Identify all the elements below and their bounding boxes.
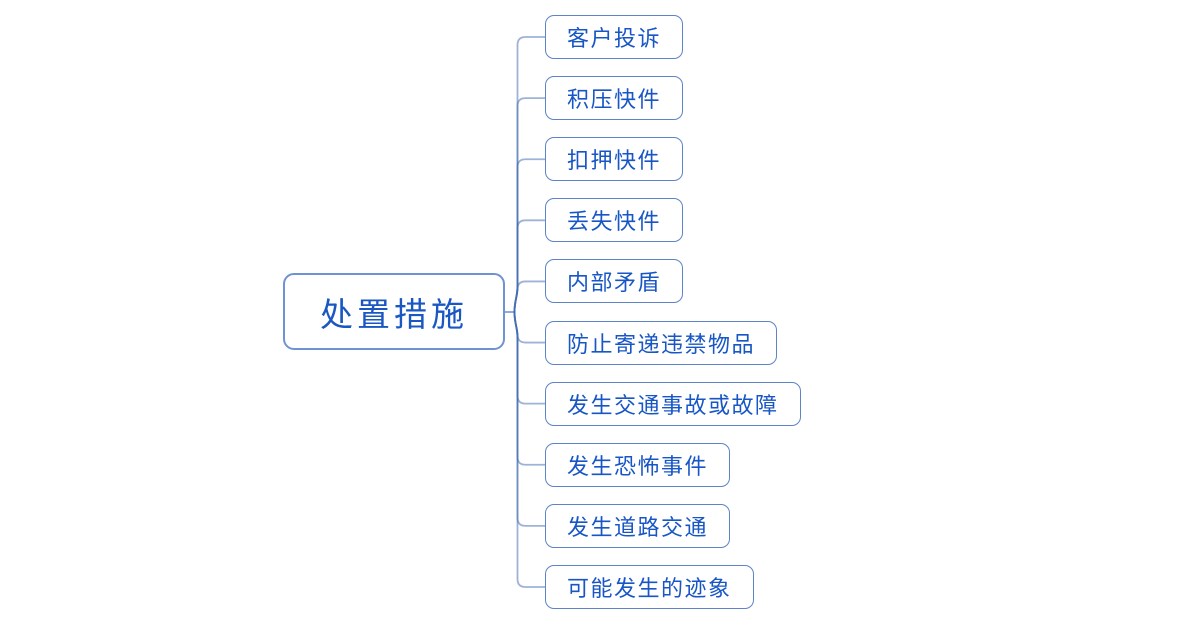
branch-curve	[513, 158, 546, 313]
mindmap-node[interactable]: 丢失快件	[545, 198, 684, 243]
mindmap-node[interactable]: 内部矛盾	[545, 259, 684, 304]
mindmap-node[interactable]: 可能发生的迹象	[545, 564, 754, 609]
node-label: 可能发生的迹象	[567, 575, 732, 601]
node-label: 发生恐怖事件	[567, 453, 709, 479]
mindmap-node[interactable]: 发生恐怖事件	[545, 442, 731, 487]
branch-curve	[513, 311, 546, 588]
mindmap-node[interactable]: 发生交通事故或故障	[545, 381, 801, 426]
mindmap-node[interactable]: 发生道路交通	[545, 503, 731, 548]
node-label: 积压快件	[567, 87, 662, 113]
mindmap-root-node[interactable]: 处置措施	[283, 273, 505, 350]
node-label: 内部矛盾	[567, 270, 662, 296]
branch-curve	[513, 280, 546, 313]
branch-curve	[513, 311, 546, 344]
mindmap-node[interactable]: 客户投诉	[545, 15, 684, 59]
node-label: 防止寄递违禁物品	[567, 331, 756, 357]
mindmap-node[interactable]: 防止寄递违禁物品	[545, 320, 778, 365]
branch-curve	[513, 311, 546, 405]
mindmap-node[interactable]: 积压快件	[545, 76, 684, 121]
node-label: 丢失快件	[567, 209, 662, 235]
mindmap-node[interactable]: 扣押快件	[545, 137, 684, 182]
root-node-label: 处置措施	[320, 297, 468, 334]
node-label: 扣押快件	[567, 148, 662, 174]
branch-curve	[513, 311, 546, 466]
node-label: 发生交通事故或故障	[567, 392, 779, 418]
branch-curve	[513, 219, 546, 313]
node-label: 发生道路交通	[567, 514, 709, 540]
branch-curve	[513, 97, 546, 313]
branch-curve	[513, 36, 546, 313]
node-label: 客户投诉	[567, 26, 662, 51]
branch-curve	[513, 311, 546, 527]
